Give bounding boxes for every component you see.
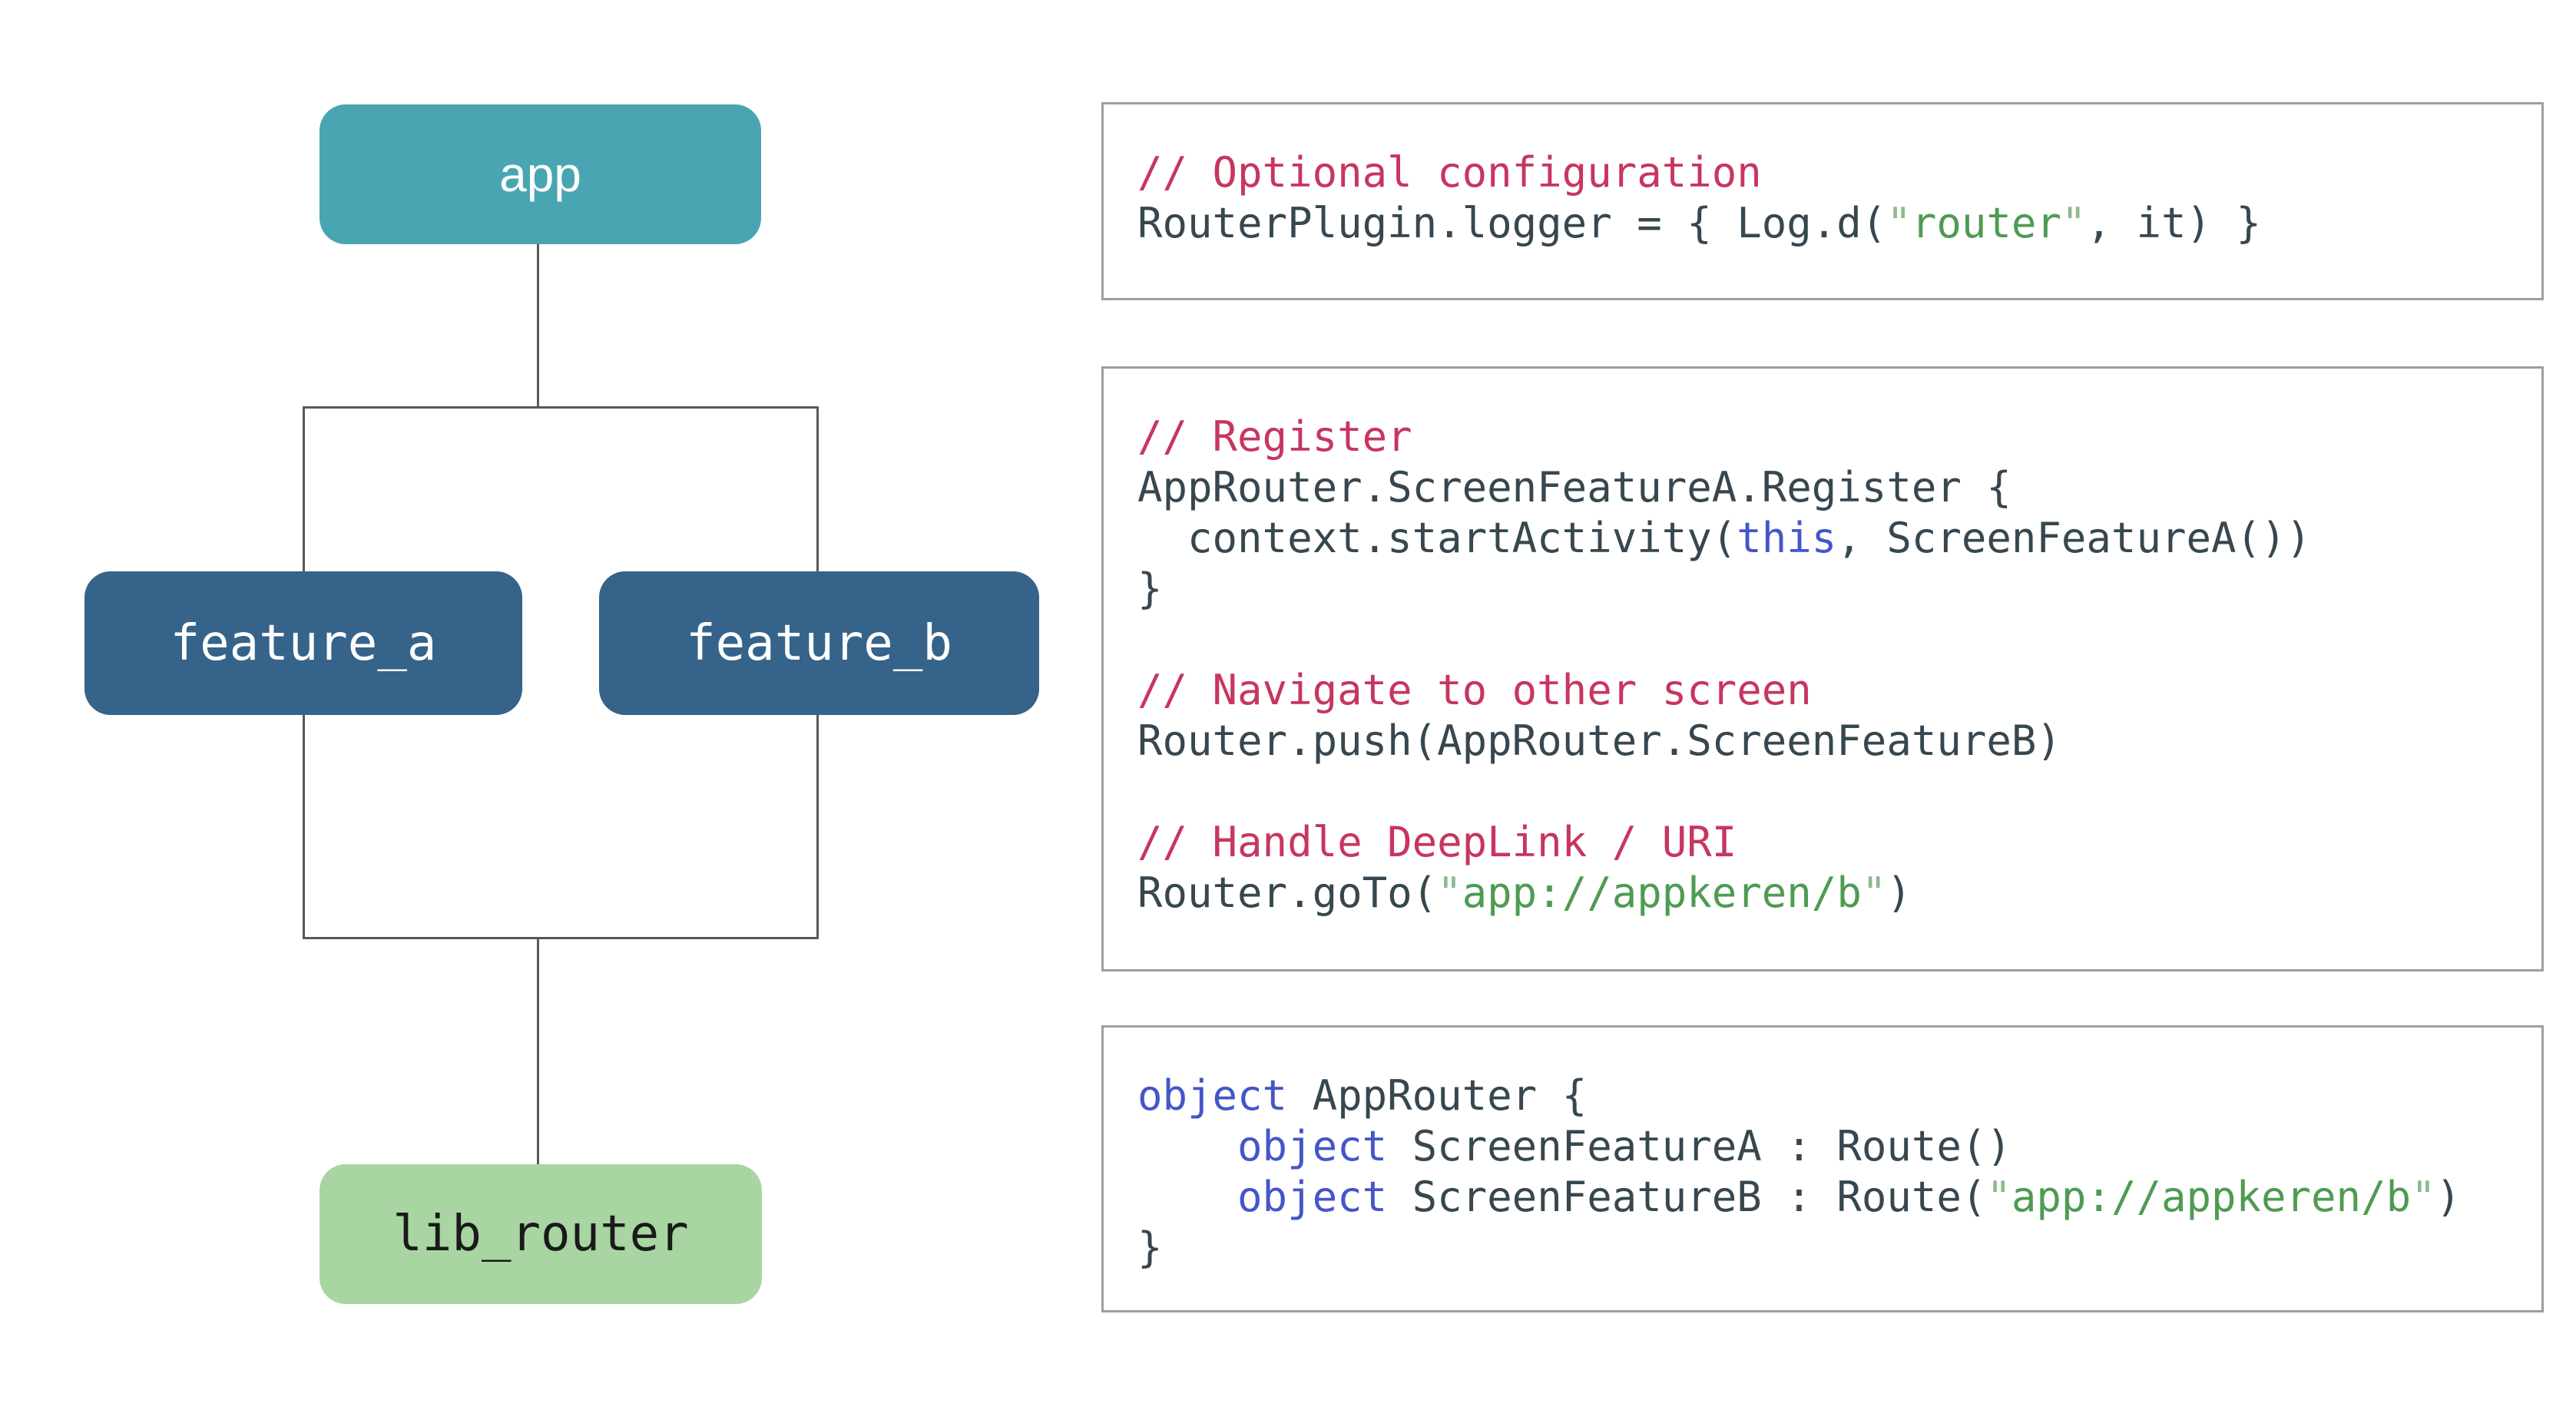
- code-line: }: [1137, 1223, 2508, 1273]
- code-token-code: Router.goTo(: [1137, 869, 1438, 917]
- code-token-code: context.startActivity(: [1137, 514, 1737, 562]
- code-token-keyword: object: [1137, 1071, 1288, 1120]
- code-token-code: , it) }: [2086, 199, 2262, 247]
- code-token-comment: // Optional configuration: [1137, 148, 1762, 197]
- code-line: // Register: [1137, 412, 2508, 462]
- node-feature-a: feature_a: [84, 571, 522, 715]
- code-line: object ScreenFeatureA : Route(): [1137, 1121, 2508, 1172]
- code-token-quote: ": [2411, 1173, 2436, 1221]
- code-line: object AppRouter {: [1137, 1071, 2508, 1121]
- code-token-keyword: this: [1737, 514, 1837, 562]
- code-line: context.startActivity(this, ScreenFeatur…: [1137, 513, 2508, 564]
- code-token-code: Router.push(AppRouter.ScreenFeatureB): [1137, 717, 2061, 765]
- code-token-code: , ScreenFeatureA()): [1836, 514, 2312, 562]
- node-feature-b: feature_b: [599, 571, 1039, 715]
- code-token-string: app://appkeren/b: [2011, 1173, 2412, 1221]
- code-token-code: [1137, 1173, 1237, 1221]
- code-line: RouterPlugin.logger = { Log.d("router", …: [1137, 198, 2508, 249]
- code-token-quote: ": [1437, 869, 1462, 917]
- node-feature-a-label: feature_a: [170, 614, 437, 672]
- code-token-code: AppRouter.ScreenFeatureA.Register {: [1137, 463, 2011, 511]
- code-token-string: router: [1911, 199, 2061, 247]
- code-token-code: RouterPlugin.logger = { Log.d(: [1137, 199, 1887, 247]
- code-line: Router.goTo("app://appkeren/b"): [1137, 868, 2508, 918]
- code-line: Router.push(AppRouter.ScreenFeatureB): [1137, 716, 2508, 766]
- connector-app-down: [537, 244, 539, 407]
- code-token-code: }: [1137, 564, 1163, 613]
- code-line: AppRouter.ScreenFeatureA.Register {: [1137, 462, 2508, 513]
- node-lib-router: lib_router: [320, 1164, 762, 1304]
- code-line: [1137, 614, 2508, 665]
- code-line: // Optional configuration: [1137, 147, 2508, 198]
- code-token-code: [1137, 1122, 1237, 1170]
- code-token-quote: ": [1986, 1173, 2011, 1221]
- code-token-code: ): [1886, 869, 1912, 917]
- code-token-code: AppRouter {: [1287, 1071, 1588, 1120]
- code-token-quote: ": [1861, 869, 1887, 917]
- code-token-quote: ": [1886, 199, 1912, 247]
- code-token-keyword: object: [1237, 1122, 1388, 1170]
- connector-lib-down: [537, 938, 539, 1164]
- code-line: // Handle DeepLink / URI: [1137, 817, 2508, 868]
- code-token-comment: // Register: [1137, 412, 1412, 461]
- code-token-string: app://appkeren/b: [1462, 869, 1862, 917]
- node-feature-b-label: feature_b: [686, 614, 952, 672]
- code-token-code: }: [1137, 1223, 1163, 1272]
- node-app: app: [320, 104, 761, 244]
- code-token-code: ScreenFeatureA : Route(): [1387, 1122, 2011, 1170]
- code-token-quote: ": [2061, 199, 2087, 247]
- code-token-keyword: object: [1237, 1173, 1388, 1221]
- code-token-comment: // Handle DeepLink / URI: [1137, 818, 1737, 866]
- code-line: // Navigate to other screen: [1137, 665, 2508, 716]
- code-token-comment: // Navigate to other screen: [1137, 666, 1812, 714]
- code-line: }: [1137, 564, 2508, 614]
- code-token-code: ): [2435, 1173, 2462, 1221]
- node-lib-router-label: lib_router: [392, 1206, 689, 1263]
- code-line: [1137, 766, 2508, 817]
- code-token-code: ScreenFeatureB : Route(: [1387, 1173, 1987, 1221]
- code-box-router-definition: object AppRouter { object ScreenFeatureA…: [1101, 1025, 2544, 1312]
- code-line: object ScreenFeatureB : Route("app://app…: [1137, 1172, 2508, 1223]
- node-app-label: app: [499, 147, 581, 202]
